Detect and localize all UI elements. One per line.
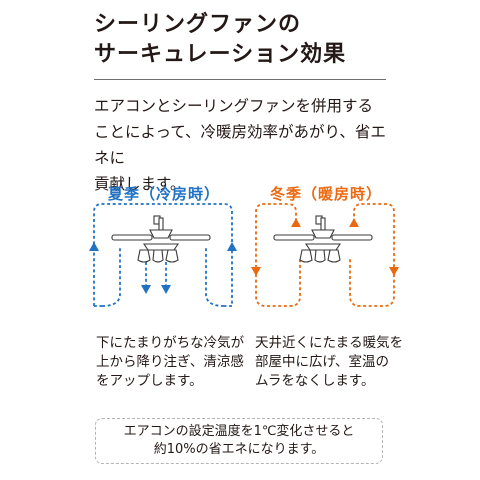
airflow-arrow-icon — [251, 218, 399, 276]
energy-saving-note: エアコンの設定温度を1℃変化させると 約10%の省エネになります。 — [95, 418, 383, 464]
description-line-1: エアコンとシーリングファンを併用する — [94, 97, 374, 115]
description-line-2: ことによって、冷暖房効率があがり、省エネに — [94, 123, 386, 167]
summer-heading: 夏季（冷房時） — [108, 185, 221, 203]
title-line-2: サーキュレーション効果 — [94, 42, 347, 67]
title-divider — [94, 79, 386, 80]
note-line-1: エアコンの設定温度を1℃変化させると — [123, 424, 355, 439]
description-line-3: 貢献します。 — [94, 175, 186, 193]
summer-caption: 下にたまりがちな冷気が 上から降り注ぎ、清涼感 をアップします。 — [96, 334, 256, 391]
winter-airflow-diagram — [251, 203, 399, 307]
winter-caption-line-2: 部屋中に広げ、室温の — [255, 354, 390, 370]
title-line-1: シーリングファンの — [94, 12, 302, 37]
winter-caption: 天井近くにたまる暖気を 部屋中に広げ、室温の ムラをなくします。 — [255, 334, 415, 391]
airflow-arrow-icon — [89, 242, 237, 294]
summer-airflow-diagram — [89, 203, 237, 307]
description: エアコンとシーリングファンを併用する ことによって、冷暖房効率があがり、省エネに… — [94, 93, 394, 197]
summer-caption-line-2: 上から降り注ぎ、清涼感 — [96, 354, 244, 370]
page-title: シーリングファンの サーキュレーション効果 — [94, 10, 346, 70]
winter-caption-line-3: ムラをなくします。 — [255, 373, 375, 389]
summer-caption-line-3: をアップします。 — [96, 373, 203, 389]
ceiling-fan-icon — [111, 215, 211, 263]
summer-caption-line-1: 下にたまりがちな冷気が — [96, 335, 245, 351]
winter-heading: 冬季（暖房時） — [270, 185, 383, 203]
note-line-2: 約10%の省エネになります。 — [153, 442, 325, 457]
ceiling-fan-icon — [273, 215, 373, 263]
winter-caption-line-1: 天井近くにたまる暖気を — [255, 335, 404, 351]
